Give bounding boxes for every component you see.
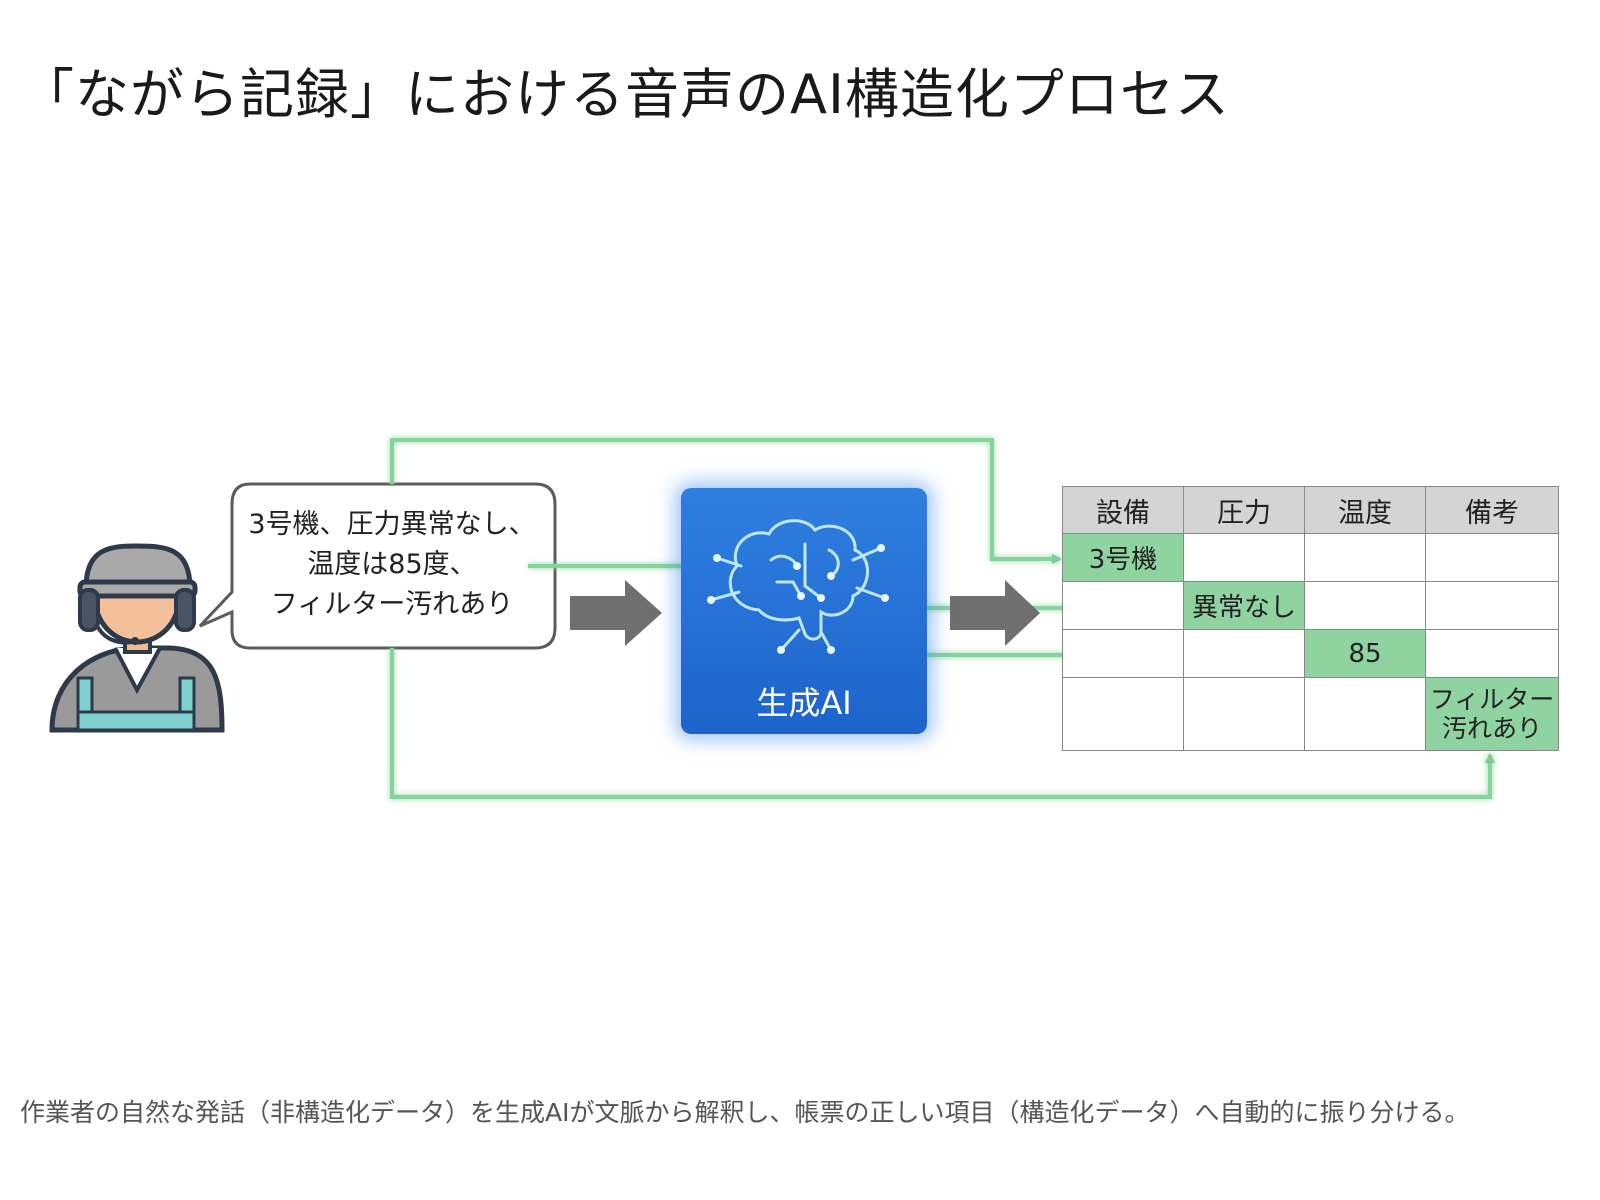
ai-label: 生成AI: [756, 684, 852, 722]
table-cell: [1304, 677, 1426, 751]
table-row: 85: [1062, 629, 1559, 678]
header-temperature: 温度: [1304, 486, 1426, 534]
table-row: 異常なし: [1062, 581, 1559, 630]
speech-line: フィルター汚れあり: [270, 589, 514, 620]
table-cell: [1183, 533, 1305, 582]
flow-arrow-icon: [950, 580, 1040, 646]
worker-headset-icon: [49, 543, 225, 733]
table-row: フィルター 汚れあり: [1062, 677, 1559, 751]
cell-equipment: 3号機: [1062, 533, 1184, 582]
note-line: 汚れあり: [1441, 714, 1542, 743]
cell-pressure: 異常なし: [1183, 581, 1305, 630]
table-cell: [1062, 629, 1184, 678]
table-cell: [1425, 629, 1559, 678]
flow-arrow-icon: [570, 580, 662, 646]
speech-text: 3号機、圧力異常なし、 温度は85度、 フィルター汚れあり: [232, 505, 552, 625]
header-equipment: 設備: [1062, 486, 1184, 534]
generative-ai-box: [681, 488, 927, 734]
table-cell: [1425, 533, 1559, 582]
note-line: フィルター: [1429, 685, 1555, 714]
cell-temperature: 85: [1304, 629, 1426, 678]
table-cell: [1304, 533, 1426, 582]
page-title: 「ながら記録」における音声のAI構造化プロセス: [20, 63, 1230, 126]
speech-line: 3号機、圧力異常なし、: [248, 509, 536, 540]
table-cell: [1062, 581, 1184, 630]
brain-circuit-icon: [707, 519, 889, 654]
header-pressure: 圧力: [1183, 486, 1305, 534]
table-row: 3号機: [1062, 533, 1559, 582]
structured-form-table: 設備 圧力 温度 備考 3号機 異常なし 85 フィルター 汚れあり: [1062, 486, 1559, 751]
speech-bubble: [198, 482, 557, 650]
speech-line: 温度は85度、: [307, 549, 477, 580]
figure-caption: 作業者の自然な発話（非構造化データ）を生成AIが文脈から解釈し、帳票の正しい項目…: [20, 1098, 1470, 1127]
table-cell: [1304, 581, 1426, 630]
table-cell: [1183, 677, 1305, 751]
table-cell: [1183, 629, 1305, 678]
header-note: 備考: [1425, 486, 1559, 534]
table-cell: [1425, 581, 1559, 630]
table-header-row: 設備 圧力 温度 備考: [1062, 486, 1559, 534]
table-cell: [1062, 677, 1184, 751]
cell-note: フィルター 汚れあり: [1425, 677, 1559, 751]
